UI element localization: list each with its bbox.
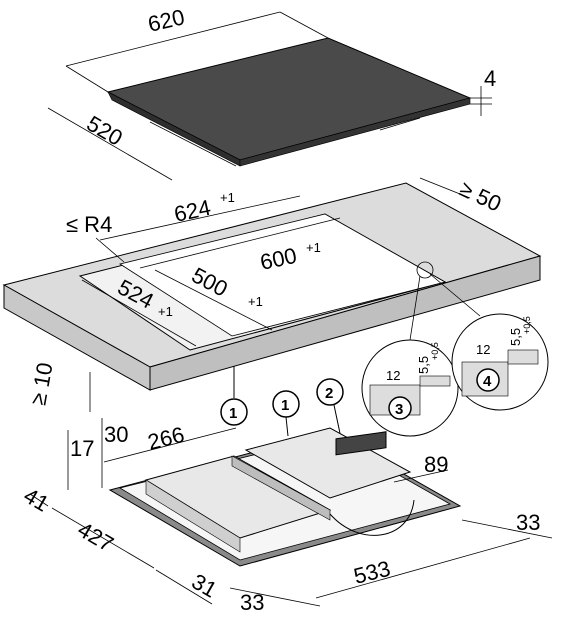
detail-3-height: 5,5 (416, 356, 431, 374)
detail-4-marker: 4 (483, 373, 492, 390)
detail-4-height: 5,5 (508, 328, 523, 346)
dim-30: 30 (101, 418, 128, 488)
marker-1-b-label: 1 (281, 397, 289, 414)
dim-33-right-label: 33 (516, 510, 540, 535)
dim-533: 533 (315, 537, 531, 599)
dim-33-left: 33 (229, 587, 321, 615)
dim-524-tol: +1 (158, 304, 173, 319)
dim-33-left-label: 33 (240, 590, 264, 615)
worktop (2, 182, 542, 391)
dim-31: 31 (155, 569, 222, 605)
dim-17: 17 (67, 430, 94, 490)
dim-624-tol: +1 (220, 190, 235, 205)
detail-3-tol: +0,5 (430, 342, 440, 360)
dim-624-label: 624 (172, 195, 213, 227)
dim-41: 41 (20, 483, 54, 517)
dim-520-label: 520 (83, 111, 127, 151)
detail-3-width: 12 (386, 368, 400, 383)
dim-50-label: ≥ 50 (456, 176, 505, 217)
dim-620-label: 620 (146, 4, 187, 37)
dim-89-label: 89 (424, 452, 448, 477)
dim-31-label: 31 (188, 569, 222, 603)
dim-533-label: 533 (351, 556, 393, 589)
dim-266-label: 266 (145, 422, 187, 455)
dim-4-label: 4 (484, 66, 496, 91)
dim-10: ≥ 10 (25, 361, 91, 412)
dim-17-label: 17 (70, 436, 94, 461)
detail-3-marker: 3 (395, 401, 403, 418)
detail-3: 12 5,5 +0,5 3 (361, 275, 459, 437)
hob-housing (108, 427, 462, 567)
marker-1-b: 1 (272, 390, 300, 437)
dim-4: 4 (470, 66, 496, 116)
marker-1-a-label: 1 (229, 405, 237, 422)
dim-600-tol: +1 (306, 240, 321, 255)
marker-1-a: 1 (220, 398, 248, 426)
marker-2-label: 2 (325, 385, 333, 402)
dim-500-tol: +1 (248, 294, 263, 309)
hob-glass-plate (106, 37, 472, 167)
corner-radius-label: ≤ R4 (66, 212, 112, 237)
detail-4-tol: +0,5 (522, 316, 532, 334)
dim-30-label: 30 (104, 422, 128, 447)
dim-10-label: ≥ 10 (25, 361, 57, 407)
dim-89: 89 (393, 452, 448, 483)
dim-427-label: 427 (74, 517, 118, 557)
detail-4: 12 5,5 +0,5 4 (429, 273, 549, 411)
dim-427: 427 (51, 507, 155, 569)
detail-circle (416, 261, 434, 279)
dim-33-right: 33 (461, 510, 553, 539)
detail-4-width: 12 (476, 342, 490, 357)
dim-41-label: 41 (20, 483, 54, 517)
